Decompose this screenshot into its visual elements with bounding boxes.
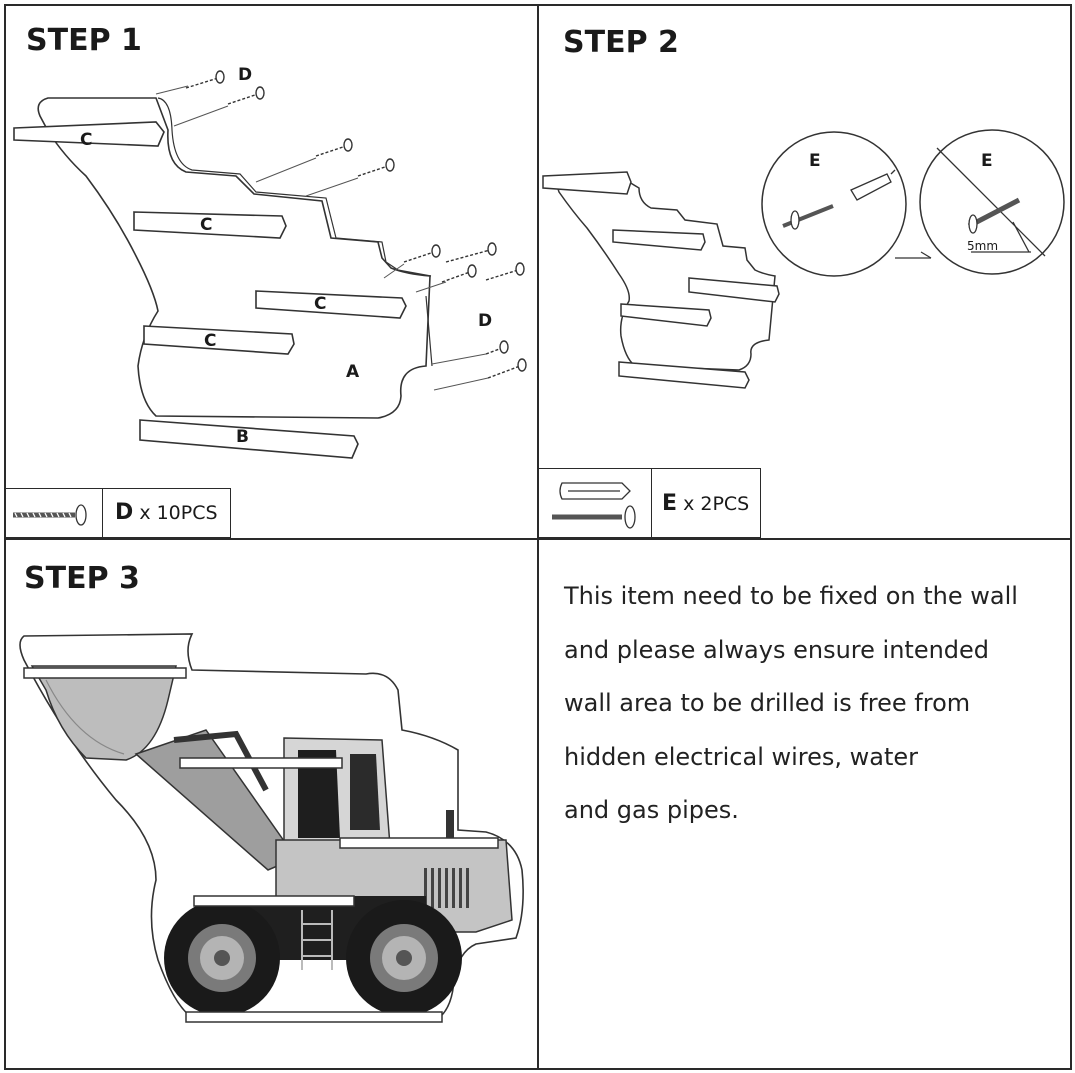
step1-panel: STEP 1 (6, 6, 537, 538)
label-c-4: C (204, 331, 216, 351)
shelf-body (339, 837, 499, 849)
screw-d-8 (485, 262, 525, 281)
note-line-3: wall area to be drilled is free from (564, 689, 971, 717)
label-c-3: C (314, 294, 326, 314)
step1-title: STEP 1 (26, 23, 142, 58)
notes-panel: This item need to be fixed on the wall a… (539, 540, 1070, 1068)
note-line-5: and gas pipes. (564, 796, 739, 824)
mini-shelf-4 (620, 303, 712, 327)
note-line-4: hidden electrical wires, water (564, 742, 919, 771)
screw-d-10 (487, 358, 527, 379)
legend-e-qty: x 2PCS (683, 493, 750, 515)
mini-panel-outline (557, 179, 776, 371)
note-line-1: This item need to be fixed on the wall (564, 582, 1018, 610)
rear-wheel (346, 900, 462, 1016)
detail-circle-left (761, 131, 907, 277)
screw-d-9 (485, 340, 509, 355)
step2-title: STEP 2 (563, 25, 679, 60)
label-b: B (236, 427, 249, 447)
screw-icon (13, 504, 87, 526)
mini-shelf-5 (618, 361, 750, 389)
shelf-b (139, 419, 359, 459)
step3-panel: STEP 3 (6, 540, 537, 1068)
loader-bucket (30, 665, 177, 761)
mini-shelf-1 (542, 171, 632, 195)
screw-d-2 (227, 86, 265, 105)
label-e-right: E (981, 151, 993, 171)
shelf-c-2 (133, 211, 287, 239)
panel-outline (37, 97, 431, 419)
grid-divider-horizontal (4, 538, 1072, 540)
step2-illustration: E E 5mm (542, 129, 1065, 389)
shelf-bottom (185, 1011, 443, 1023)
shelf-c-4 (143, 325, 295, 355)
step2-legend-text: E x 2PCS (662, 491, 749, 516)
screw-d-3 (315, 138, 353, 157)
step1-legend-text: D x 10PCS (115, 500, 218, 525)
screw-d-7 (441, 264, 477, 283)
step3-title: STEP 3 (24, 561, 140, 596)
shelf-middle (193, 895, 355, 907)
front-wheel (164, 900, 280, 1016)
grid-divider-vertical (537, 4, 539, 1070)
shelf-c-3 (255, 290, 407, 319)
anchor-and-screw-icon (552, 482, 636, 529)
shelf-top (23, 667, 187, 679)
mini-shelf-2 (612, 229, 706, 251)
label-d-top: D (238, 65, 252, 85)
label-c-1: C (80, 130, 92, 150)
step2-legend: E x 2PCS (539, 468, 761, 538)
label-depth: 5mm (967, 239, 998, 253)
step1-illustration: D C C C C D A B (13, 65, 527, 459)
screw-d-6 (445, 242, 497, 263)
label-d-right: D (478, 311, 492, 331)
legend-e-letter: E (662, 491, 678, 516)
label-e-left: E (809, 151, 821, 171)
wheel-loader-shelf-illustration (19, 633, 524, 1023)
detail-circle-right (919, 129, 1065, 275)
screw-d-4 (357, 158, 395, 177)
step2-panel: STEP 2 (539, 6, 1070, 538)
legend-d-letter: D (115, 500, 134, 525)
anchor-e-swatch (539, 469, 652, 537)
step1-legend: D x 10PCS (6, 488, 231, 538)
label-c-2: C (200, 215, 212, 235)
shelf-c-1 (13, 121, 165, 147)
screw-d-1 (185, 70, 225, 89)
mini-shelf-3 (688, 277, 780, 303)
legend-d-qty: x 10PCS (139, 502, 218, 524)
screw-d-5 (403, 244, 441, 263)
safety-notes: This item need to be fixed on the wall a… (564, 570, 1064, 838)
screw-d-swatch (6, 489, 103, 537)
note-line-2: and please always ensure intended (564, 635, 990, 664)
shelf-cab (179, 757, 343, 769)
label-a: A (346, 362, 360, 382)
